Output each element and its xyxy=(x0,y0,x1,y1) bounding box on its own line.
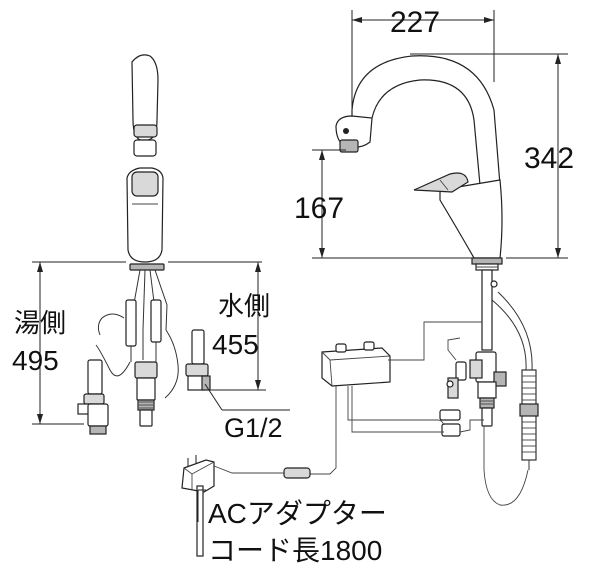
cold-side-label: 水側 xyxy=(218,291,270,321)
hot-side-label: 湯側 xyxy=(14,308,66,338)
front-view-faucet xyxy=(77,54,211,435)
side-view-faucet xyxy=(335,55,533,437)
ac-adapter-plug xyxy=(181,455,215,493)
corrugated-hose xyxy=(519,369,539,470)
spout-height-value: 167 xyxy=(294,192,344,225)
cord-length-label: コード長1800 xyxy=(208,535,382,566)
total-height-value: 342 xyxy=(524,142,574,175)
front-view-dimensions xyxy=(32,261,290,425)
side-view-dimensions xyxy=(312,10,568,259)
thread-size-label: G1/2 xyxy=(224,413,283,443)
cold-side-length: 455 xyxy=(212,329,259,360)
spout-reach-value: 227 xyxy=(390,6,440,39)
ac-adapter-label: ACアダプター xyxy=(208,498,387,529)
hot-side-length: 495 xyxy=(12,345,59,376)
wiring xyxy=(213,321,529,506)
control-box xyxy=(321,341,391,387)
